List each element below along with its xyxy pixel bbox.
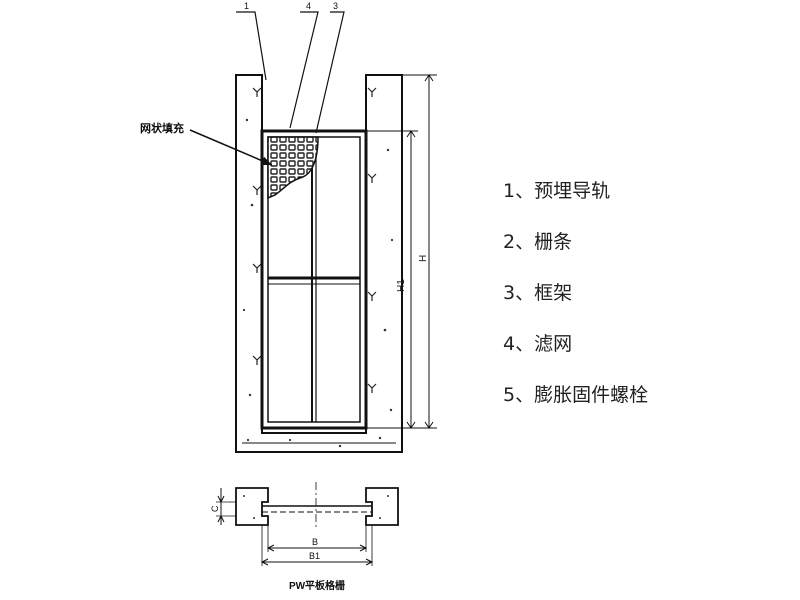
callout-4: 4 [306, 1, 311, 11]
concrete-texture [242, 118, 394, 448]
h1-label: H1 [396, 279, 407, 292]
figure-caption: PW平板格栅 [288, 581, 346, 592]
callout-leader-1 [236, 11, 267, 81]
concrete-ticks [252, 87, 377, 393]
b1-label: B1 [309, 551, 320, 561]
callout-leaders [236, 11, 345, 134]
legend-item-frame: 3、框架 [503, 282, 573, 304]
callout-leader-4 [289, 11, 319, 129]
component-legend: 1、预埋导轨 2、栅条 3、框架 4、滤网 5、膨胀固件螺栓 [503, 178, 648, 433]
plan-right-wall [365, 487, 399, 526]
expansion-bolts [260, 166, 368, 397]
embedded-guide-rail [261, 80, 367, 433]
b-label: B [312, 537, 318, 547]
legend-item-embedded-guide-rail: 1、预埋导轨 [503, 180, 611, 202]
mesh-fill-leader [189, 129, 273, 166]
legend-item-grate-bar: 2、栅条 [503, 231, 573, 253]
callout-1: 1 [244, 1, 249, 11]
legend-item-expansion-bolt: 5、膨胀固件螺栓 [503, 384, 649, 406]
callout-3: 3 [333, 1, 338, 11]
plan-view [216, 482, 399, 566]
plan-texture [243, 495, 389, 519]
dimension-lines [366, 74, 437, 429]
legend-item-filter-mesh: 4、滤网 [503, 333, 573, 355]
h-label: H [418, 255, 429, 262]
grate-bar [311, 137, 317, 422]
mesh-fill [267, 136, 319, 200]
mesh-fill-label: 网状填充 [140, 121, 184, 135]
c-label: C [210, 505, 220, 512]
callout-leader-3 [315, 11, 345, 134]
plan-left-wall [235, 487, 269, 526]
